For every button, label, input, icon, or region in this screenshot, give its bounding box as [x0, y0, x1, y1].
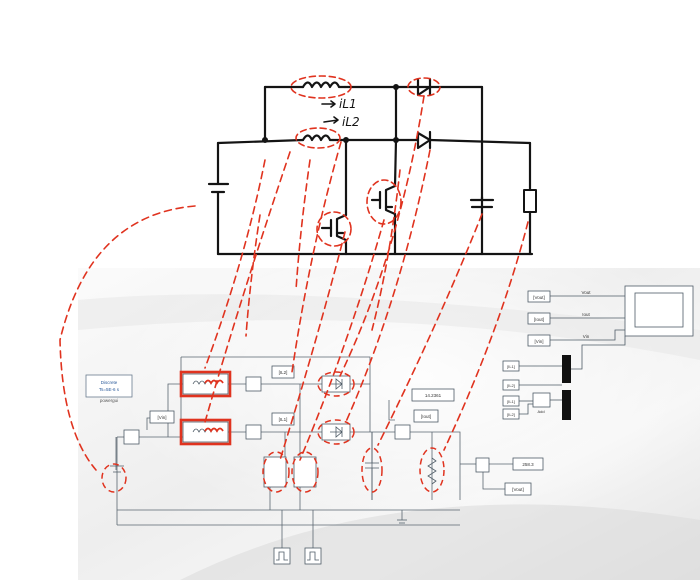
scope-from-vin: [Vin]: [535, 339, 544, 344]
mux-label-2: [IL2]: [507, 383, 515, 388]
diode-symbol-1: [330, 378, 343, 390]
from-vin[interactable]: [527, 334, 551, 347]
tag-iout: [Iout]: [421, 414, 431, 419]
tag-il1: [IL1]: [279, 417, 288, 422]
red-annotations: [59, 75, 529, 471]
scope-label-iout: Iout: [582, 312, 590, 317]
powergui-block[interactable]: Discrete Ts=5E-6 s powergui: [85, 374, 133, 403]
mux-label-4: [IL2]: [507, 412, 515, 417]
highlight-inductor-2: [179, 418, 232, 446]
simulink-blocks: [123, 365, 544, 565]
mux-bar-1[interactable]: [562, 355, 571, 383]
goto-vin-tag[interactable]: [149, 410, 175, 424]
highlight-inductor-1: [179, 370, 232, 398]
scope-section: [Vout] [Iout] [Vin] Vout Iout Vin: [527, 285, 694, 347]
circle-battery-block: [101, 463, 127, 493]
current-sensor-1[interactable]: [245, 376, 262, 392]
hand-drawn-circuit: [207, 77, 537, 256]
pulse-wave-2: [307, 551, 319, 561]
tag-vout: [Vout]: [512, 487, 524, 492]
tag-vin: [Vin]: [158, 415, 167, 420]
goto-il1-tag[interactable]: [271, 412, 295, 426]
scope-label-vin: Vin: [583, 334, 590, 339]
out-display[interactable]: [512, 457, 544, 471]
powergui-name: powergui: [100, 398, 118, 403]
add-label: Add: [537, 409, 544, 414]
scope-from-iout: [Iout]: [534, 317, 544, 322]
resistor-symbol: [427, 457, 437, 485]
add-block[interactable]: [532, 392, 551, 408]
current-sensor-2[interactable]: [245, 424, 262, 440]
circle-l1-sketch: [290, 75, 352, 99]
pulse-wave-1: [276, 551, 288, 561]
scope-label-vout: Vout: [581, 290, 591, 295]
circle-mosfet2-sketch: [316, 211, 352, 247]
voltage-display[interactable]: [411, 388, 455, 402]
mosfet-block-1[interactable]: [263, 456, 287, 488]
capacitor-symbol: [365, 432, 379, 500]
vout-display-value: 14.2361: [425, 393, 442, 398]
circle-mosfet1-sketch: [366, 179, 402, 225]
pulse-gen-2[interactable]: [304, 547, 322, 565]
powergui-line-2: Ts=5E-6 s: [99, 387, 120, 392]
mux-bar-2[interactable]: [562, 390, 571, 420]
goto-vout-tag[interactable]: [504, 482, 532, 496]
scope-from-vout: [Vout]: [533, 295, 545, 300]
ground-symbol: [397, 519, 407, 524]
from-iout[interactable]: [527, 312, 551, 325]
current-sensor-input[interactable]: [123, 429, 140, 445]
out-display-value: 258.3: [522, 462, 534, 467]
inductor-l2-sketch: [301, 134, 335, 142]
powergui-line-1: Discrete: [101, 380, 118, 385]
circle-mosfet-block-2: [291, 451, 319, 493]
inductor-block-2[interactable]: [182, 421, 229, 443]
from-vout[interactable]: [527, 290, 551, 303]
junction-dots: [262, 84, 399, 143]
circle-resistor-block: [419, 447, 445, 493]
pulse-gen-1[interactable]: [273, 547, 291, 565]
circle-mosfet-block-1: [262, 451, 290, 493]
current-label-il1: iL1: [339, 97, 357, 111]
circle-l2-sketch: [295, 127, 341, 149]
current-sensor-out[interactable]: [394, 424, 411, 440]
diode-symbol-2: [330, 426, 343, 438]
scope-screen: [634, 292, 684, 328]
goto-iout-tag[interactable]: [413, 409, 439, 423]
tag-il2: [IL2]: [279, 370, 288, 375]
mosfet-block-2[interactable]: [293, 456, 317, 488]
inductor-l1-sketch: [301, 81, 347, 89]
voltage-sensor-out[interactable]: [475, 457, 490, 473]
mux-section: [IL1] [IL2] [IL1] [IL2] Add: [502, 336, 626, 420]
circle-diode-block-2: [317, 419, 355, 445]
circle-diode-block-1: [317, 371, 355, 397]
mux-label-3: [IL1]: [507, 399, 515, 404]
mux-label-1: [IL1]: [507, 364, 515, 369]
circle-capacitor-block: [361, 447, 383, 493]
battery-symbol: [110, 465, 124, 473]
goto-il2-tag[interactable]: [271, 365, 295, 379]
red-markings: [101, 370, 445, 493]
inductor-block-1[interactable]: [182, 373, 229, 395]
current-label-il2: iL2: [342, 115, 360, 129]
